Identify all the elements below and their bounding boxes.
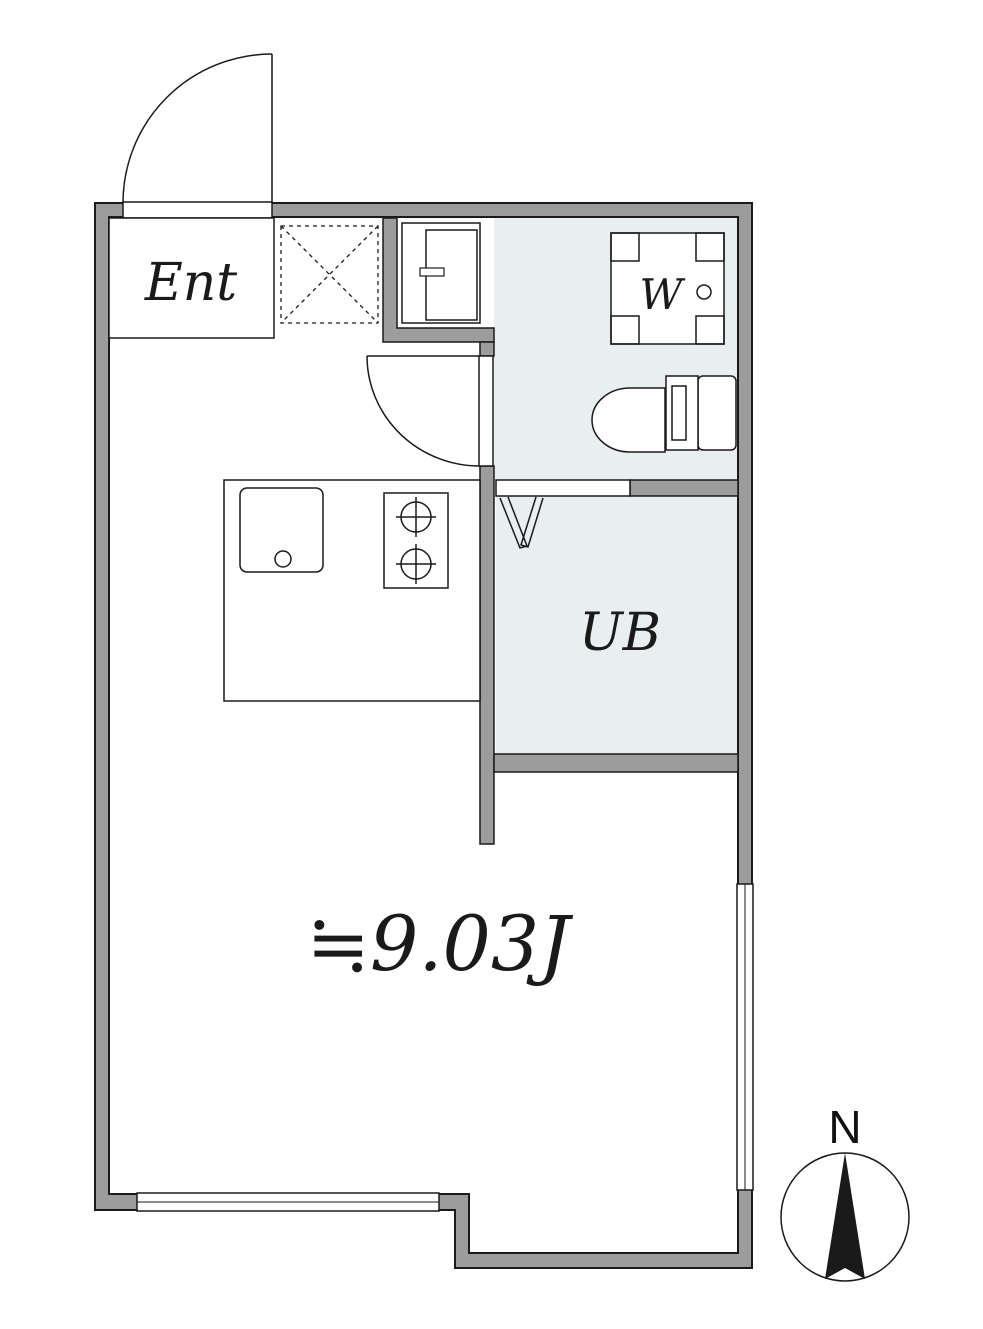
compass-north-label: N — [828, 1101, 861, 1153]
sink-drain — [274, 550, 292, 568]
entrance-label: Ent — [144, 253, 237, 313]
compass: N — [780, 1101, 910, 1282]
interior-wall-storage — [382, 217, 495, 343]
washing-machine — [610, 232, 725, 345]
main-room-size-label: ≒9.03J — [306, 899, 573, 988]
entrance-area — [108, 217, 275, 339]
interior-wall-bath-top — [629, 479, 739, 497]
bath-area — [496, 496, 738, 754]
washer-label: W — [639, 270, 686, 319]
bath-folding-door — [499, 496, 544, 549]
bath-door-opening — [495, 479, 631, 497]
interior-wall-kitchen-side — [479, 465, 495, 845]
interior-wall-toilet-side — [479, 341, 495, 357]
interior-wall-bath-bottom — [493, 753, 739, 773]
washer-drain — [696, 284, 712, 300]
entrance-door — [122, 53, 273, 204]
toilet — [591, 375, 737, 453]
bath-label: UB — [579, 603, 661, 663]
toilet-door — [366, 355, 494, 467]
cabinet-handle — [419, 267, 445, 277]
kitchen-sink — [239, 487, 324, 573]
compass-needle — [825, 1153, 865, 1279]
shoe-storage — [280, 225, 379, 324]
stove — [383, 492, 449, 589]
entrance-door-opening — [122, 201, 273, 219]
exterior-wall — [94, 202, 753, 1269]
